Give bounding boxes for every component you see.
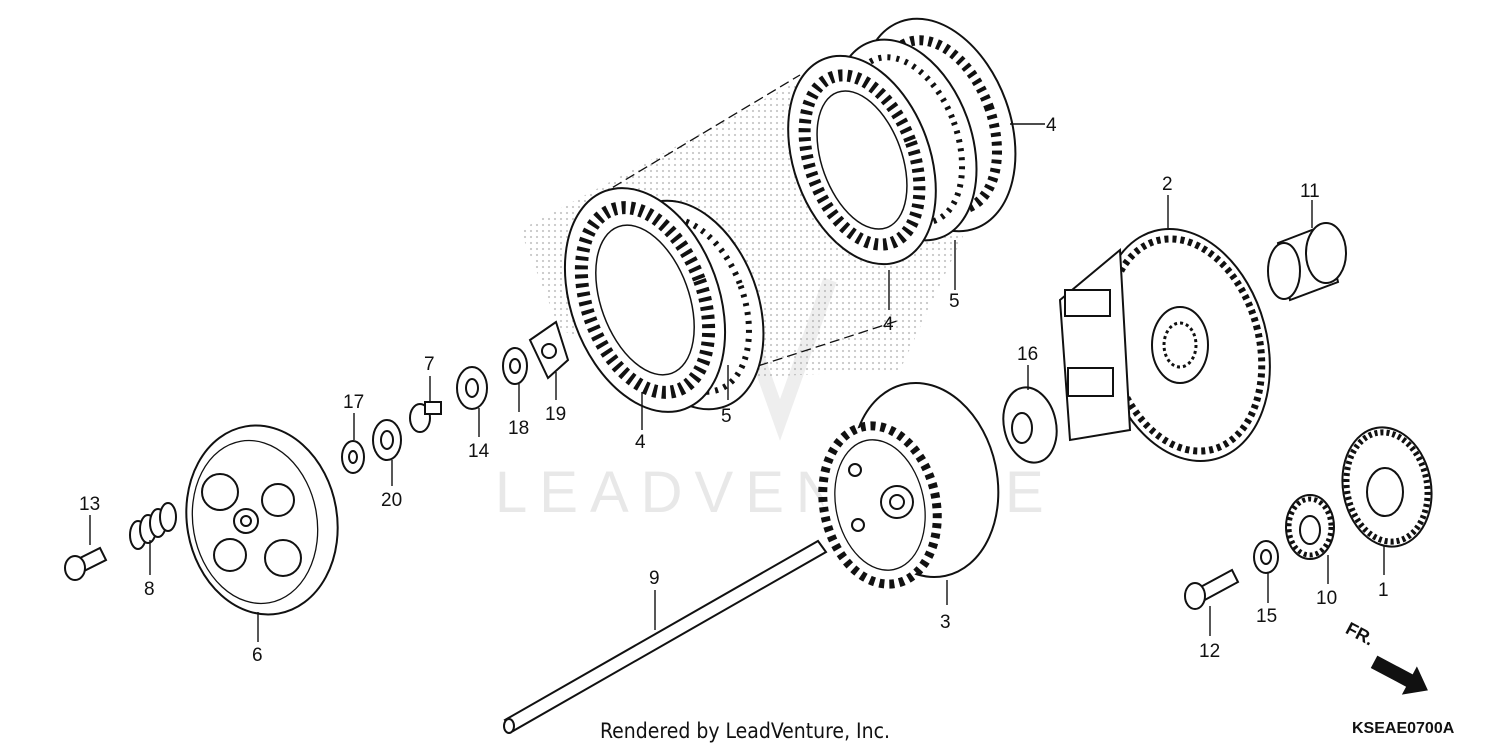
flange-bolt-right [1184,568,1240,610]
callout-9[interactable]: 9 [649,568,660,589]
pressure-plate [185,424,339,616]
washer-17 [341,440,365,474]
primary-drive-gear [1341,426,1433,548]
callout-5-low[interactable]: 5 [721,406,732,427]
arrow-icon [1370,655,1428,695]
callout-5-top[interactable]: 5 [949,291,960,312]
callout-2[interactable]: 2 [1162,174,1173,195]
clutch-outer [1058,228,1271,462]
callout-4-low[interactable]: 4 [635,432,646,453]
bearing-20 [372,419,402,461]
flange-bolt-left [64,546,108,581]
oil-pump-drive-gear [1285,494,1335,560]
callout-14[interactable]: 14 [468,441,490,462]
lock-washer-19 [528,320,570,380]
front-direction-indicator: FR. [1342,618,1428,695]
callout-18[interactable]: 18 [508,418,529,439]
washer-15 [1253,540,1279,574]
diagram-code: KSEAE0700A [1352,720,1455,737]
clutch-center [818,381,1000,589]
callout-4-mid[interactable]: 4 [883,314,894,335]
callout-3[interactable]: 3 [940,612,951,633]
washer-18 [502,347,528,385]
callout-6[interactable]: 6 [252,645,263,666]
callout-17[interactable]: 17 [343,392,364,413]
leader-lines [89,123,1385,642]
lifter-piece-7 [409,401,442,433]
callout-8[interactable]: 8 [144,579,155,600]
lock-nut-14 [456,366,488,410]
callout-1[interactable]: 1 [1378,580,1389,601]
callout-7[interactable]: 7 [424,354,435,375]
callout-19[interactable]: 19 [545,404,566,425]
front-label: FR. [1342,618,1377,649]
guide-line [599,74,801,196]
callout-16[interactable]: 16 [1017,344,1038,365]
thrust-washer [1002,386,1058,464]
footer-credit: Rendered by LeadVenture, Inc. [600,719,890,743]
callout-11[interactable]: 11 [1300,181,1320,202]
callout-13[interactable]: 13 [79,494,100,515]
clutch-disc-lower [563,187,727,413]
clutch-disc-upper-inner [787,54,937,266]
clutch-spring [129,502,177,550]
callout-4-top[interactable]: 4 [1046,115,1057,136]
callout-12[interactable]: 12 [1199,641,1220,662]
clutch-lifter-rod [503,539,828,734]
callout-15[interactable]: 15 [1256,606,1277,627]
callout-20[interactable]: 20 [381,490,402,511]
callouts: 1 2 3 4 4 4 5 5 6 7 8 9 10 11 12 13 14 1… [79,115,1389,666]
clutch-outer-collar [1267,222,1347,302]
callout-10[interactable]: 10 [1316,588,1337,609]
